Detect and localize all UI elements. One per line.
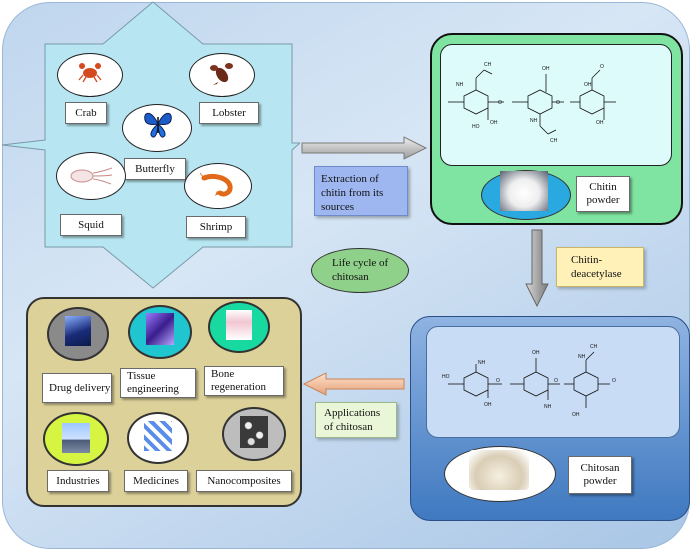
squid-icon: [70, 167, 113, 185]
nanocomposites-image: [240, 416, 268, 448]
industries-image: [62, 423, 90, 453]
svg-text:OH: OH: [572, 412, 580, 418]
bone-regeneration-image: [226, 310, 252, 340]
shrimp-icon: [200, 172, 233, 197]
crab-label: Crab: [65, 102, 107, 124]
svg-text:O: O: [496, 378, 500, 384]
svg-text:O: O: [556, 100, 560, 106]
chitin-structure-frame: [440, 44, 672, 166]
industries-label: Industries: [47, 470, 109, 492]
svg-text:HO: HO: [472, 124, 480, 130]
svg-text:OH: OH: [584, 82, 592, 88]
svg-text:OH: OH: [490, 120, 498, 126]
drug-delivery-image: [65, 316, 91, 346]
chitin-powder-label: Chitin powder: [576, 176, 630, 212]
svg-text:NH: NH: [530, 118, 538, 124]
drug-delivery-label: Drug delivery: [42, 373, 112, 403]
svg-text:NH: NH: [578, 354, 586, 360]
chitin-structure: NH CH OH HO OH O O NH CH OH OH O: [448, 62, 616, 144]
nanocomposites-label: Nanocomposites: [196, 470, 292, 492]
industries-circle: [43, 412, 109, 466]
shrimp-oval: [184, 163, 252, 209]
medicines-label: Medicines: [124, 470, 188, 492]
svg-text:NH: NH: [456, 82, 464, 88]
svg-text:NH: NH: [478, 360, 486, 366]
chitosan-powder-label: Chitosan powder: [568, 456, 632, 494]
lobster-label: Lobster: [199, 102, 259, 124]
svg-text:NH: NH: [544, 404, 552, 410]
deacetylation-arrow: [525, 229, 549, 308]
medicines-image: [144, 421, 172, 451]
svg-text:O: O: [612, 378, 616, 384]
svg-text:O: O: [498, 100, 502, 106]
butterfly-icon: [144, 112, 172, 138]
svg-text:CH: CH: [590, 344, 598, 350]
medicines-circle: [127, 412, 189, 464]
squid-label: Squid: [60, 214, 122, 236]
svg-text:CH: CH: [484, 62, 492, 68]
tissue-engineering-image: [146, 313, 174, 345]
butterfly-label: Butterfly: [124, 158, 186, 180]
extraction-arrow: [301, 136, 428, 160]
life-cycle-label: Life cycle of chitosan: [332, 257, 389, 283]
svg-text:O: O: [554, 378, 558, 384]
svg-text:HO: HO: [442, 374, 450, 380]
chitosan-powder-image: [469, 450, 529, 490]
life-cycle-oval: [311, 248, 409, 293]
chitosan-structure-frame: [426, 326, 680, 438]
svg-text:CH: CH: [550, 138, 558, 144]
svg-text:OH: OH: [532, 350, 540, 356]
applications-arrow: [302, 372, 405, 396]
bone-regeneration-label: Bone regeneration: [204, 366, 284, 396]
extraction-note: Extraction of chitin from its sources: [314, 166, 408, 216]
svg-text:OH: OH: [484, 402, 492, 408]
lobster-icon: [210, 63, 233, 85]
svg-text:OH: OH: [542, 66, 550, 72]
svg-text:OH: OH: [596, 120, 604, 126]
applications-note: Applications of chitosan: [315, 402, 397, 438]
shrimp-label: Shrimp: [186, 216, 246, 238]
svg-text:O: O: [600, 64, 604, 70]
crab-icon: [78, 63, 102, 83]
tissue-engineering-label: Tissue engineering: [120, 368, 196, 398]
chitin-powder-image: [500, 171, 548, 211]
chitosan-structure: HO NH OH O O NH NH CH OH OH O: [442, 344, 616, 418]
enzyme-note: Chitin-deacetylase: [556, 247, 644, 287]
